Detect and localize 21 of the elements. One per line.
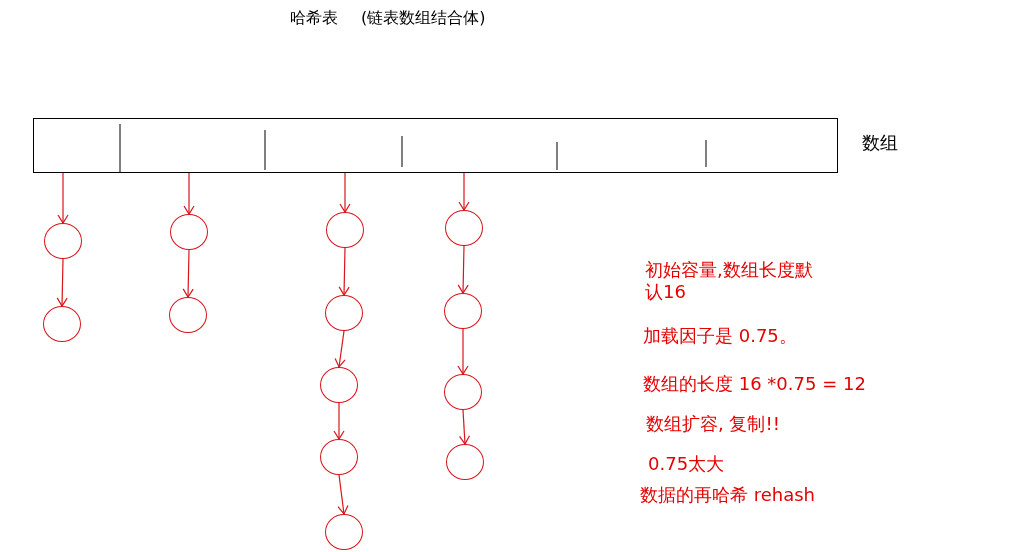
note-text: 数组的长度 16 *0.75 = 12 <box>643 373 867 395</box>
note-text: 数组扩容, 复制!! <box>646 413 781 435</box>
arrow <box>334 330 346 368</box>
note-text: 初始容量,数组长度默认16 <box>645 259 814 303</box>
arrow <box>333 402 345 440</box>
note-text: 加载因子是 0.75。 <box>643 325 798 347</box>
array-label: 数组 <box>862 131 898 155</box>
arrow <box>458 409 471 445</box>
arrow <box>57 172 69 224</box>
arrow <box>56 258 68 307</box>
arrow <box>338 247 350 296</box>
arrow <box>183 172 195 215</box>
arrow <box>182 249 194 298</box>
arrow <box>457 328 469 375</box>
arrow <box>457 245 469 294</box>
note-text: 数据的再哈希 rehash <box>640 484 817 506</box>
note-text: 0.75太大 <box>648 453 726 475</box>
arrow <box>339 172 351 213</box>
title: 哈希表 (链表数组结合体) <box>290 8 486 29</box>
arrow <box>337 474 349 515</box>
arrow <box>458 172 470 211</box>
